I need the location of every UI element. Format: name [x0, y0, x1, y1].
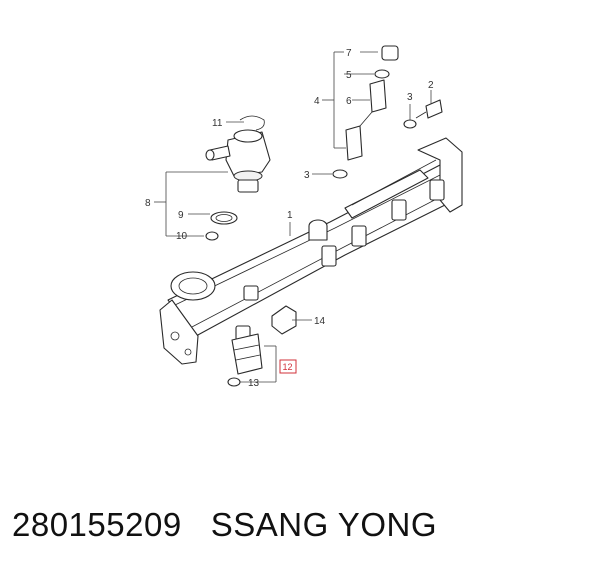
callout-14: 14 [314, 316, 326, 327]
fuel-rail-drawing [159, 137, 463, 365]
callout-2: 2 [428, 80, 434, 91]
callout-3-left: 3 [304, 170, 310, 181]
callout-9: 9 [178, 210, 184, 221]
callout-5: 5 [346, 70, 352, 81]
callout-12-highlight: 12 [279, 359, 297, 374]
callout-6: 6 [346, 96, 352, 107]
exploded-parts-diagram: 7 5 4 6 2 3 3 11 8 9 10 1 14 13 12 [145, 45, 463, 389]
callout-7: 7 [346, 48, 352, 59]
callout-labels: 7 5 4 6 2 3 3 11 8 9 10 1 14 13 [145, 48, 434, 389]
part-caption: 280155209 SSANG YONG [0, 500, 600, 550]
brand-name: SSANG YONG [210, 506, 437, 543]
callout-13: 13 [248, 378, 260, 389]
leader-lines [154, 51, 432, 383]
clip-drawing [271, 305, 297, 335]
callout-12: 12 [283, 362, 293, 372]
callout-8: 8 [145, 198, 151, 209]
fuel-injector-drawing [227, 325, 263, 387]
callout-4: 4 [314, 96, 320, 107]
pressure-regulator-drawing [205, 115, 271, 241]
sensor-stack-drawing [332, 45, 443, 179]
part-number: 280155209 [12, 506, 182, 543]
callout-3-right: 3 [407, 92, 413, 103]
callout-11: 11 [212, 118, 223, 129]
callout-1: 1 [287, 210, 293, 221]
callout-10: 10 [176, 231, 188, 242]
